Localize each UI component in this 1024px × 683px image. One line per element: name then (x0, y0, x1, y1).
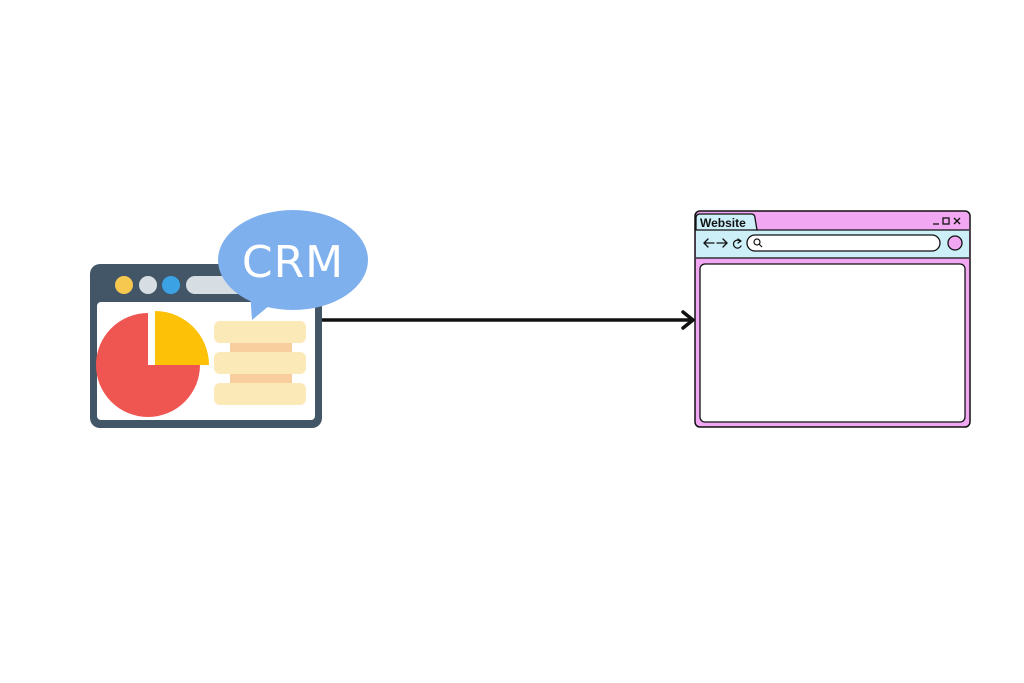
crm-row-1 (214, 321, 306, 343)
crm-row-2 (214, 352, 306, 374)
crm-row-3 (214, 383, 306, 405)
connector-arrow (322, 310, 695, 330)
forward-arrow-icon[interactable] (716, 238, 728, 248)
browser-window: Website (694, 210, 971, 428)
window-controls (933, 217, 961, 225)
profile-button[interactable] (947, 235, 963, 251)
crm-row-connector-2 (230, 374, 292, 383)
close-icon[interactable] (953, 217, 961, 225)
crm-dot-blue (162, 276, 180, 294)
browser-content-area (699, 263, 966, 423)
crm-pie-red-slice (96, 313, 200, 417)
crm-speech-bubble: CRM (218, 210, 368, 320)
browser-tab-label: Website (700, 216, 746, 230)
back-arrow-icon[interactable] (703, 238, 715, 248)
crm-bubble-ellipse (218, 210, 368, 310)
maximize-icon[interactable] (942, 217, 950, 225)
crm-pie-yellow-slice (155, 311, 209, 365)
connector-arrowhead (681, 310, 695, 330)
crm-bubble-tail (250, 292, 276, 320)
address-bar[interactable] (746, 234, 941, 252)
crm-icon: CRM (90, 210, 368, 428)
crm-bubble-label: CRM (242, 237, 344, 288)
crm-dot-gray (139, 276, 157, 294)
crm-row-connector-1 (230, 343, 292, 352)
search-icon (753, 238, 763, 248)
reload-icon[interactable] (732, 238, 742, 249)
browser-tab[interactable] (695, 213, 758, 231)
crm-dot-yellow (115, 276, 133, 294)
